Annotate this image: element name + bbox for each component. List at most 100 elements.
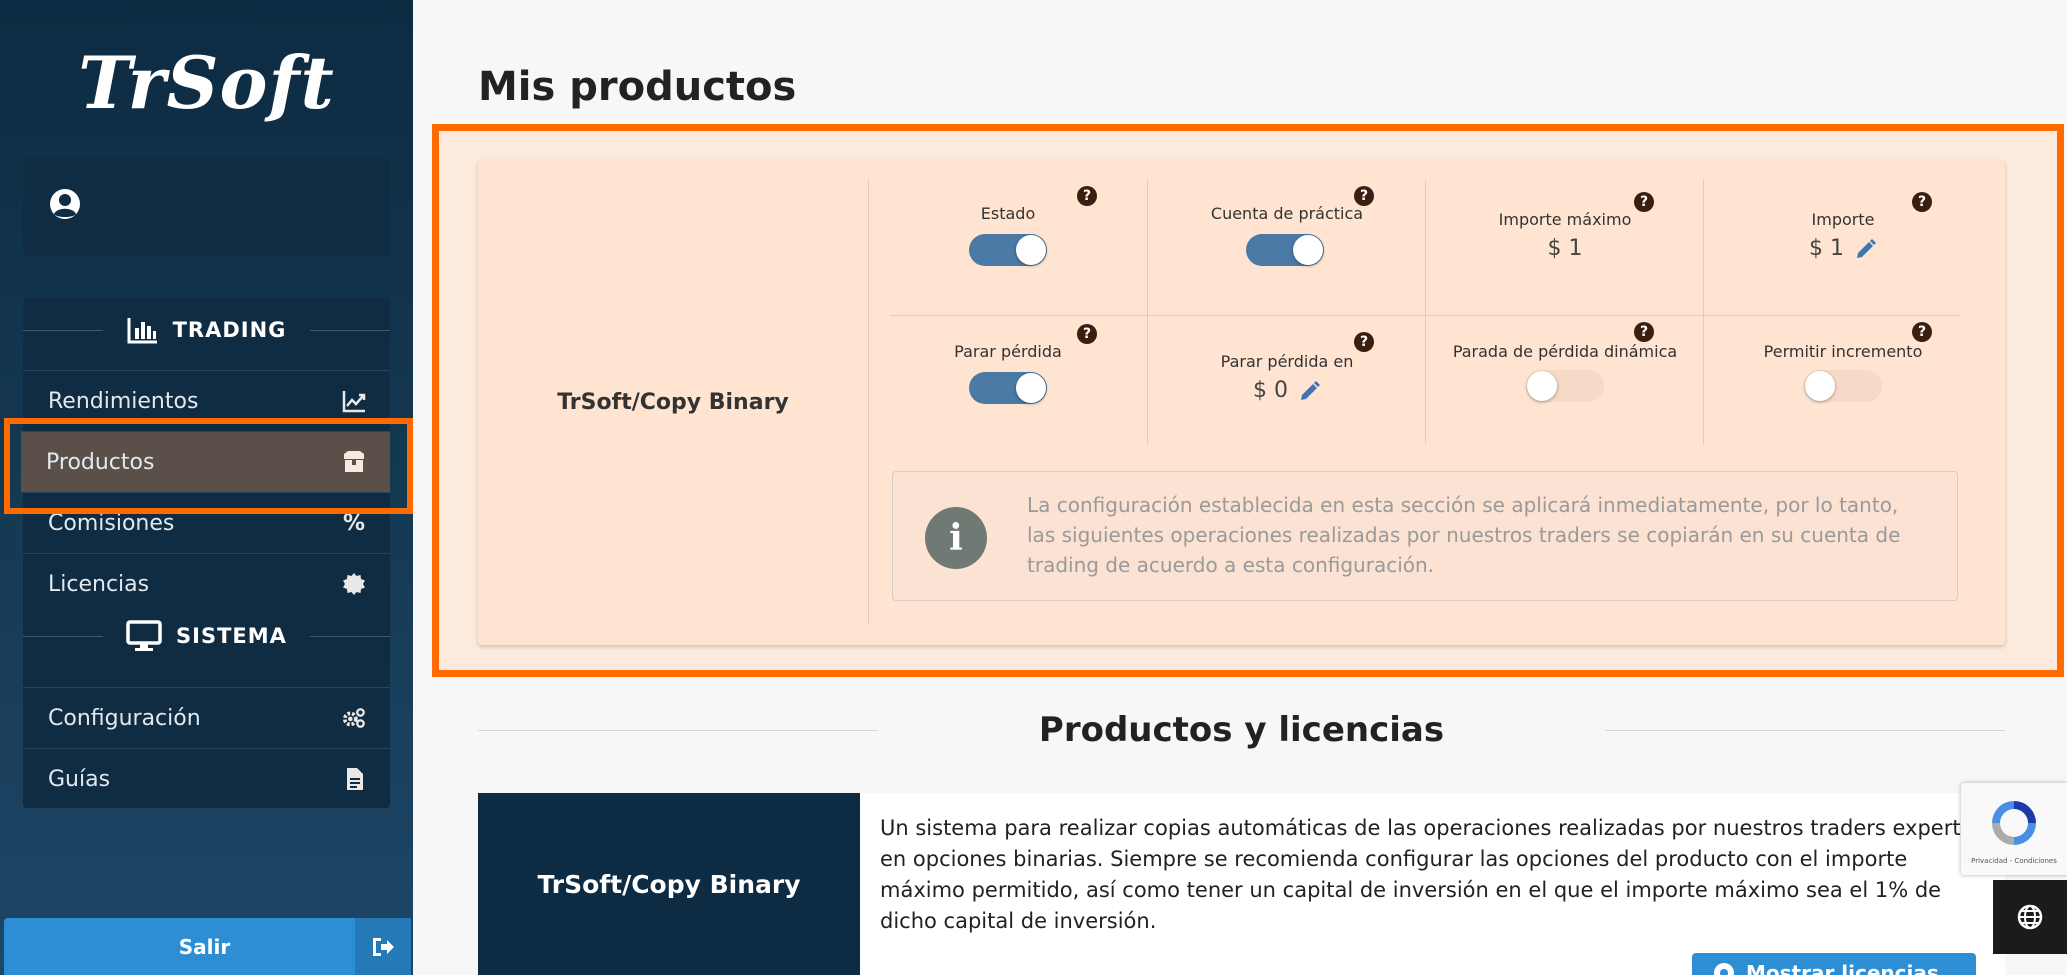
sidebar-item-label: Licencias [48,571,150,597]
line-chart-icon [342,391,366,413]
section-title: TRADING [172,318,287,342]
divider [890,315,1960,316]
sidebar-item-label: Configuración [48,705,201,731]
section-trading: TRADING [23,310,390,350]
setting-cuenta-practica: ? Cuenta de práctica [1148,180,1426,310]
logout-button[interactable]: Salir [4,918,411,975]
recaptcha-text[interactable]: Privacidad - Condiciones [1971,857,2057,865]
bar-chart-icon [127,318,157,344]
divider [23,636,103,637]
toggle-knob [1293,235,1323,265]
sidebar: TrSoft TRADING Rendimientos [0,0,413,975]
setting-estado: ? Estado [869,180,1147,310]
divider [1425,180,1426,444]
sidebar-menu: TRADING Rendimientos Productos Comisione… [21,298,390,809]
globe-icon [2017,904,2043,930]
setting-parada-dinamica: ? Parada de pérdida dinámica [1426,320,1704,450]
logout-label: Salir [178,934,231,959]
toggle-knob [1527,371,1557,401]
box-icon [344,451,364,472]
section-title: SISTEMA [176,624,287,648]
user-circle-icon[interactable] [49,188,81,220]
toggle-knob [1805,371,1835,401]
divider [478,730,878,731]
setting-label: Cuenta de práctica [1210,204,1364,223]
eye-icon [1714,963,1734,975]
sidebar-item-licencias[interactable]: Licencias [23,553,390,614]
info-icon: i [925,507,987,569]
product-card: TrSoft/Copy Binary ? Estado ? Cuenta de … [478,160,2005,645]
help-icon[interactable]: ? [1077,186,1097,206]
highlight-products [4,418,413,514]
help-icon[interactable]: ? [1634,322,1654,342]
setting-label: Parada de pérdida dinámica [1452,342,1678,361]
monitor-icon [126,620,162,651]
divider [310,330,390,331]
setting-importe-maximo: ? Importe máximo $ 1 [1426,180,1704,310]
setting-importe: ? Importe $ 1 [1704,180,1982,310]
setting-label: Estado [980,204,1036,223]
parar-perdida-toggle[interactable] [969,372,1047,404]
show-licenses-button[interactable]: Mostrar licencias [1692,953,1976,975]
info-text: La configuración establecida en esta sec… [1027,493,1901,577]
setting-label: Importe [1811,210,1875,229]
help-icon[interactable]: ? [1912,322,1932,342]
help-icon[interactable]: ? [1912,192,1932,212]
parar-perdida-en-value: $ 0 [1253,378,1288,403]
setting-label: Importe máximo [1498,210,1632,229]
cuenta-practica-toggle[interactable] [1246,234,1324,266]
divider [310,636,390,637]
toggle-knob [1016,373,1046,403]
certificate-icon [343,573,365,595]
sign-out-icon [355,918,411,975]
setting-label: Parar pérdida [954,342,1062,361]
estado-toggle[interactable] [969,234,1047,266]
language-button[interactable] [1993,880,2067,954]
license-description: Un sistema para realizar copias automáti… [880,816,1985,933]
recaptcha-icon [1992,801,2036,845]
setting-label: Permitir incremento [1763,342,1923,361]
cogs-icon [342,708,365,728]
divider [1147,180,1148,444]
divider [1605,730,2005,731]
help-icon[interactable]: ? [1354,332,1374,352]
sidebar-item-comisiones[interactable]: Comisiones % [23,492,390,553]
sidebar-item-label: Rendimientos [48,388,199,414]
divider [23,330,103,331]
percent-icon: % [342,510,366,536]
file-icon [347,768,363,790]
license-product-name: TrSoft/Copy Binary [478,793,860,975]
pencil-icon[interactable] [1299,380,1321,402]
user-panel[interactable] [23,158,390,256]
page-title: Mis productos [478,64,797,110]
importe-value: $ 1 [1809,236,1844,261]
sidebar-item-guias[interactable]: Guías [23,748,390,809]
help-icon[interactable]: ? [1077,324,1097,344]
sidebar-item-label: Productos [46,449,155,475]
pencil-icon[interactable] [1855,238,1877,260]
help-icon[interactable]: ? [1634,192,1654,212]
show-licenses-label: Mostrar licencias [1746,961,1939,975]
parada-dinamica-toggle[interactable] [1526,370,1604,402]
section-sistema: SISTEMA [23,616,390,656]
divider [868,180,869,624]
info-alert: i La configuración establecida en esta s… [892,471,1958,601]
setting-label: Parar pérdida en [1220,352,1354,371]
app-logo[interactable]: TrSoft [78,40,335,125]
sidebar-item-rendimientos[interactable]: Rendimientos [23,370,390,431]
license-card: TrSoft/Copy Binary Un sistema para reali… [478,793,2005,975]
help-icon[interactable]: ? [1354,186,1374,206]
permitir-incremento-toggle[interactable] [1804,370,1882,402]
setting-permitir-incremento: ? Permitir incremento [1704,320,1982,450]
product-name: TrSoft/Copy Binary [557,390,789,415]
setting-parar-perdida-en: ? Parar pérdida en $ 0 [1148,320,1426,450]
parar-perdida-en-value-wrap: $ 0 [1148,378,1426,403]
section-title: Productos y licencias [1038,710,1445,750]
divider [1703,180,1704,444]
toggle-knob [1016,235,1046,265]
sidebar-item-label: Comisiones [48,510,175,536]
importe-maximo-value: $ 1 [1547,236,1583,261]
recaptcha-badge[interactable]: Privacidad - Condiciones [1961,783,2067,875]
sidebar-item-configuracion[interactable]: Configuración [23,687,390,748]
sidebar-item-productos[interactable]: Productos [21,431,390,492]
